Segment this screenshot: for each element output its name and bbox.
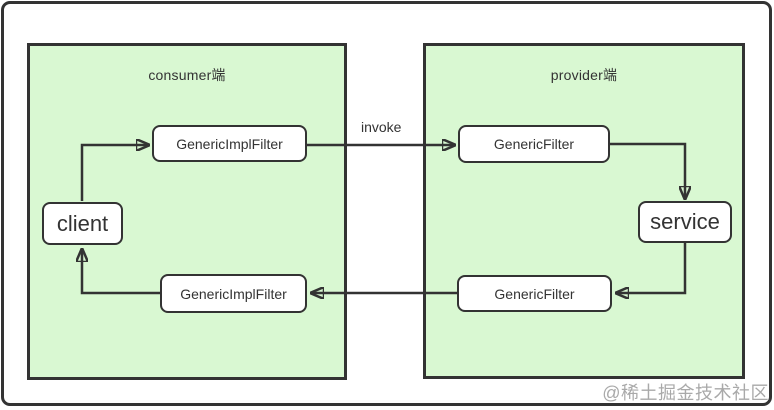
consumer-group-title: consumer端 [148,67,226,83]
node-client: client [42,202,123,245]
node-generic-filter-top: GenericFilter [458,125,610,163]
watermark: @稀土掘金技术社区 [602,383,769,403]
node-generic-impl-filter-top: GenericImplFilter [152,125,307,162]
node-label: GenericImplFilter [180,285,287,302]
provider-group-title: provider端 [550,67,618,83]
node-label: GenericFilter [493,136,575,152]
node-label: client [56,210,109,236]
node-label: service [650,209,720,234]
node-service: service [638,201,732,243]
node-label: GenericImplFilter [176,135,283,152]
invoke-edge-label: invoke [361,119,402,135]
node-label: GenericFilter [494,285,575,302]
node-generic-impl-filter-bottom: GenericImplFilter [160,274,307,313]
node-generic-filter-bottom: GenericFilter [457,275,612,312]
